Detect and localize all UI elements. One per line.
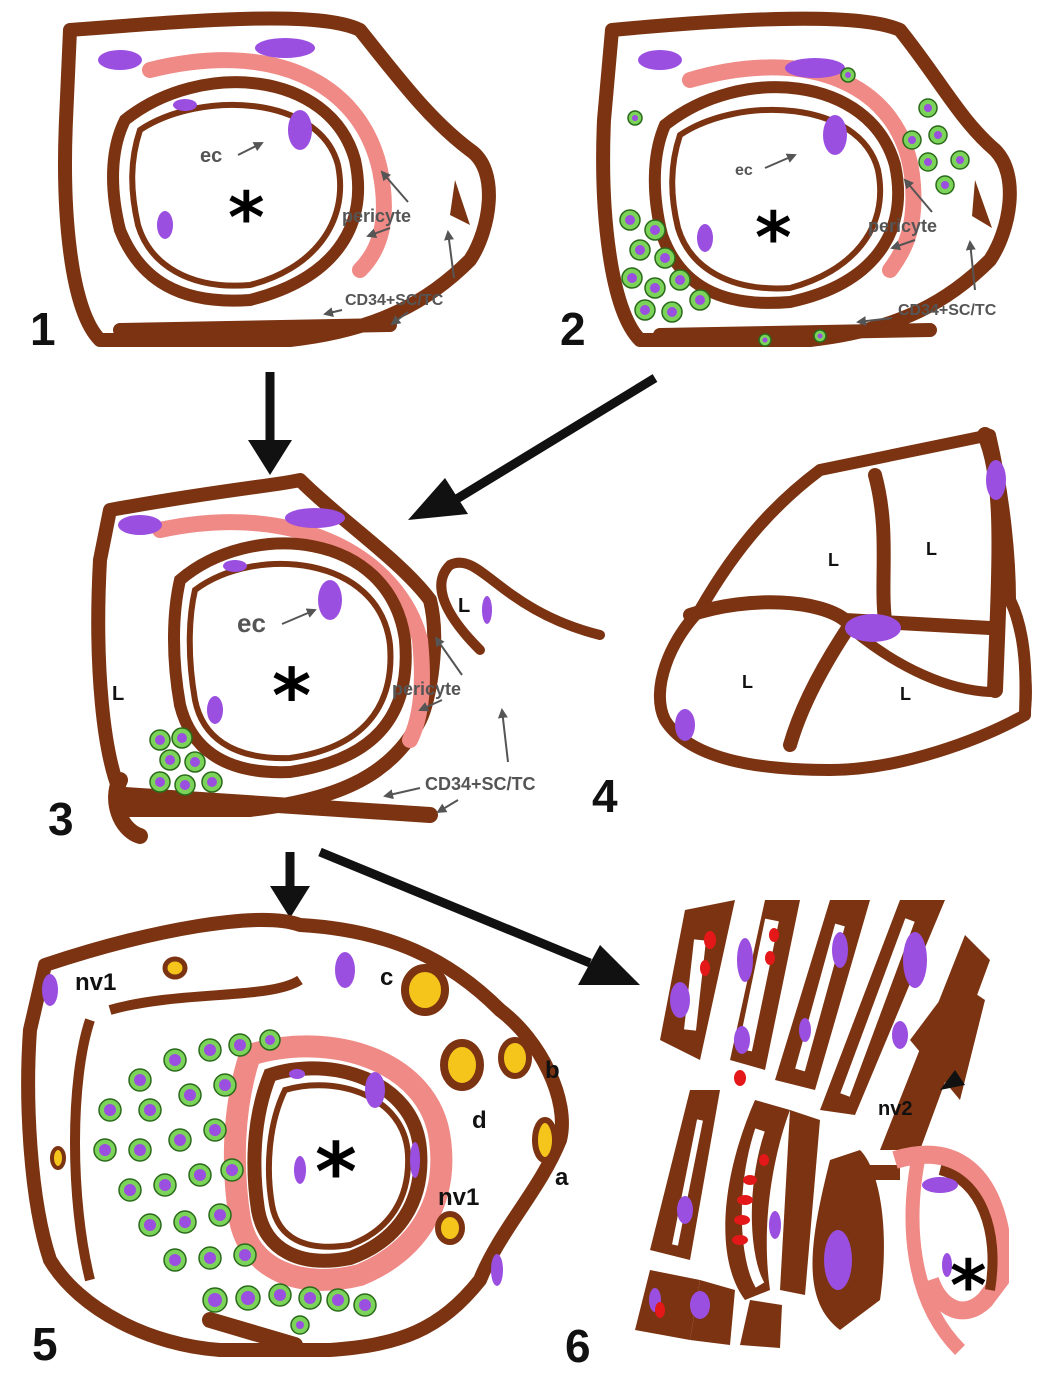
p4-lumen-3: L (742, 672, 753, 692)
panel-6-number: 6 (565, 1320, 591, 1372)
panel-1: ec pericyte CD34+SC/TC * 1 (30, 18, 489, 355)
p2-ec-label: ec (735, 162, 753, 179)
panel-4-number: 4 (592, 770, 618, 822)
panel-3: L L ec pericyte CD34+SC/TC * 3 (48, 480, 600, 845)
p5-nv1-right-label: nv1 (438, 1184, 479, 1211)
p2-lumen-asterisk: * (755, 197, 792, 279)
adipocyte-d (444, 1043, 480, 1087)
panel-4: L L L L 4 (592, 435, 1027, 822)
p2-pericyte-label: pericyte (868, 216, 937, 236)
p4-lumen-4: L (900, 684, 911, 704)
p5-c-label: c (380, 964, 393, 991)
panel-5-number: 5 (32, 1318, 58, 1370)
p3-cd34-label: CD34+SC/TC (425, 774, 536, 794)
panel-2: ec pericyte CD34+SC/TC * 2 (560, 19, 1010, 355)
p3-lumen-left: L (112, 683, 124, 705)
arrow-1-to-3 (248, 440, 292, 475)
p5-a-label: a (555, 1164, 569, 1191)
panel-1-number: 1 (30, 303, 56, 355)
p2-cd34-label: CD34+SC/TC (898, 302, 997, 319)
p1-ec-label: ec (200, 145, 222, 167)
panel-3-number: 3 (48, 793, 74, 845)
p6-lumen-asterisk: * (950, 1245, 987, 1327)
p5-lumen-asterisk: * (315, 1126, 357, 1219)
p5-b-label: b (545, 1057, 560, 1084)
panel-5: nv1 nv1 c b d a * 5 (28, 920, 569, 1370)
p5-d-label: d (472, 1107, 487, 1134)
p1-pericyte-label: pericyte (342, 206, 411, 226)
p5-nv1-top-label: nv1 (75, 969, 116, 996)
p4-lumen-2: L (926, 539, 937, 559)
p6-nv2-label: nv2 (878, 1098, 912, 1120)
p3-ec-label: ec (237, 608, 266, 638)
p3-immune-cells (150, 728, 222, 795)
arrow-3-to-5 (270, 886, 310, 918)
p4-lumen-1: L (828, 550, 839, 570)
adipocyte-a (535, 1120, 555, 1160)
panel-6: * nv2 6 (565, 900, 1000, 1372)
panel-2-number: 2 (560, 303, 586, 355)
adipocyte-b (501, 1040, 529, 1076)
p1-lumen-asterisk: * (228, 177, 265, 259)
p3-lumen-right: L (458, 595, 470, 617)
p3-pericyte-label: pericyte (392, 679, 461, 699)
p1-cd34-label: CD34+SC/TC (345, 292, 444, 309)
p3-lumen-asterisk: * (272, 652, 311, 740)
adipocyte-c (405, 968, 445, 1012)
